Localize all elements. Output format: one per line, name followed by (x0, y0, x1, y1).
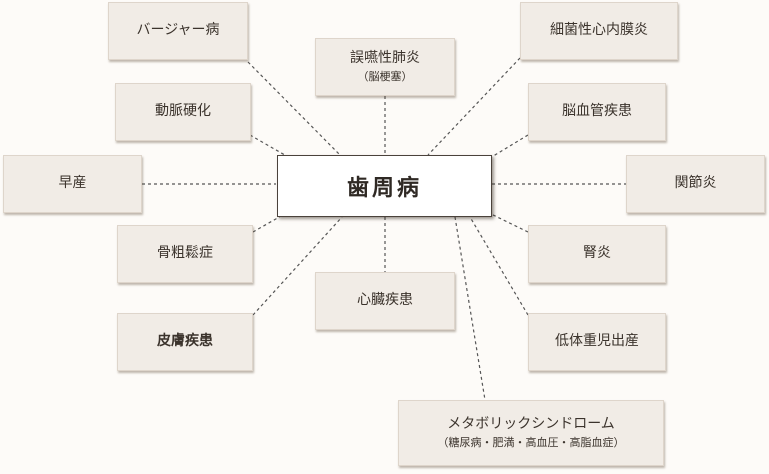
connector-stroke (489, 134, 529, 159)
node-label: 細菌性心内膜炎 (550, 22, 648, 39)
node-skin-disease: 皮膚疾患 (117, 313, 253, 371)
connector-burger (247, 61, 341, 156)
connector-kidney (486, 211, 529, 233)
node-bacterial-endocarditis: 細菌性心内膜炎 (520, 2, 678, 60)
node-label: バージャー病 (136, 22, 220, 39)
center-node-periodontal: 歯周病 (277, 155, 492, 217)
node-label: 骨粗鬆症 (157, 245, 213, 262)
node-cerebrovascular-disease: 脳血管疾患 (528, 83, 666, 141)
connector-lbw (469, 216, 529, 316)
node-label: 脳血管疾患 (562, 103, 632, 120)
node-sublabel: （脳梗塞） (357, 70, 413, 84)
node-low-birth-weight: 低体重児出産 (528, 313, 666, 371)
node-label: 関節炎 (674, 175, 717, 192)
node-arthritis: 関節炎 (626, 155, 765, 213)
center-label: 歯周病 (346, 176, 422, 201)
node-sublabel: （糖尿病・肥満・高血圧・高脂血症） (437, 436, 625, 450)
node-label: 動脈硬化 (155, 103, 211, 120)
node-arteriosclerosis: 動脈硬化 (115, 83, 251, 141)
node-preterm-birth: 早産 (3, 155, 142, 213)
node-aspiration-pneumonia: 誤嚥性肺炎 （脳梗塞） (315, 38, 455, 96)
connector-osteo (252, 211, 289, 233)
node-label: 低体重児出産 (555, 333, 639, 350)
node-label: メタボリックシンドローム (447, 415, 615, 432)
node-osteoporosis: 骨粗鬆症 (117, 225, 253, 283)
node-heart-disease: 心臓疾患 (315, 272, 455, 330)
node-label: 早産 (58, 175, 87, 192)
connector-endocarditis (427, 57, 521, 156)
node-label: 誤嚥性肺炎 (350, 49, 420, 66)
node-burger-disease: バージャー病 (108, 2, 248, 60)
node-metabolic-syndrome: メタボリックシンドローム （糖尿病・肥満・高血圧・高脂血症） (398, 400, 664, 466)
node-label: 心臓疾患 (357, 292, 413, 309)
node-label: 皮膚疾患 (157, 333, 213, 350)
connector-skin (252, 216, 343, 316)
node-nephritis: 腎炎 (528, 225, 666, 283)
connector-metabolic (454, 216, 486, 401)
connector-arterio (249, 134, 291, 159)
node-label: 腎炎 (583, 245, 611, 262)
